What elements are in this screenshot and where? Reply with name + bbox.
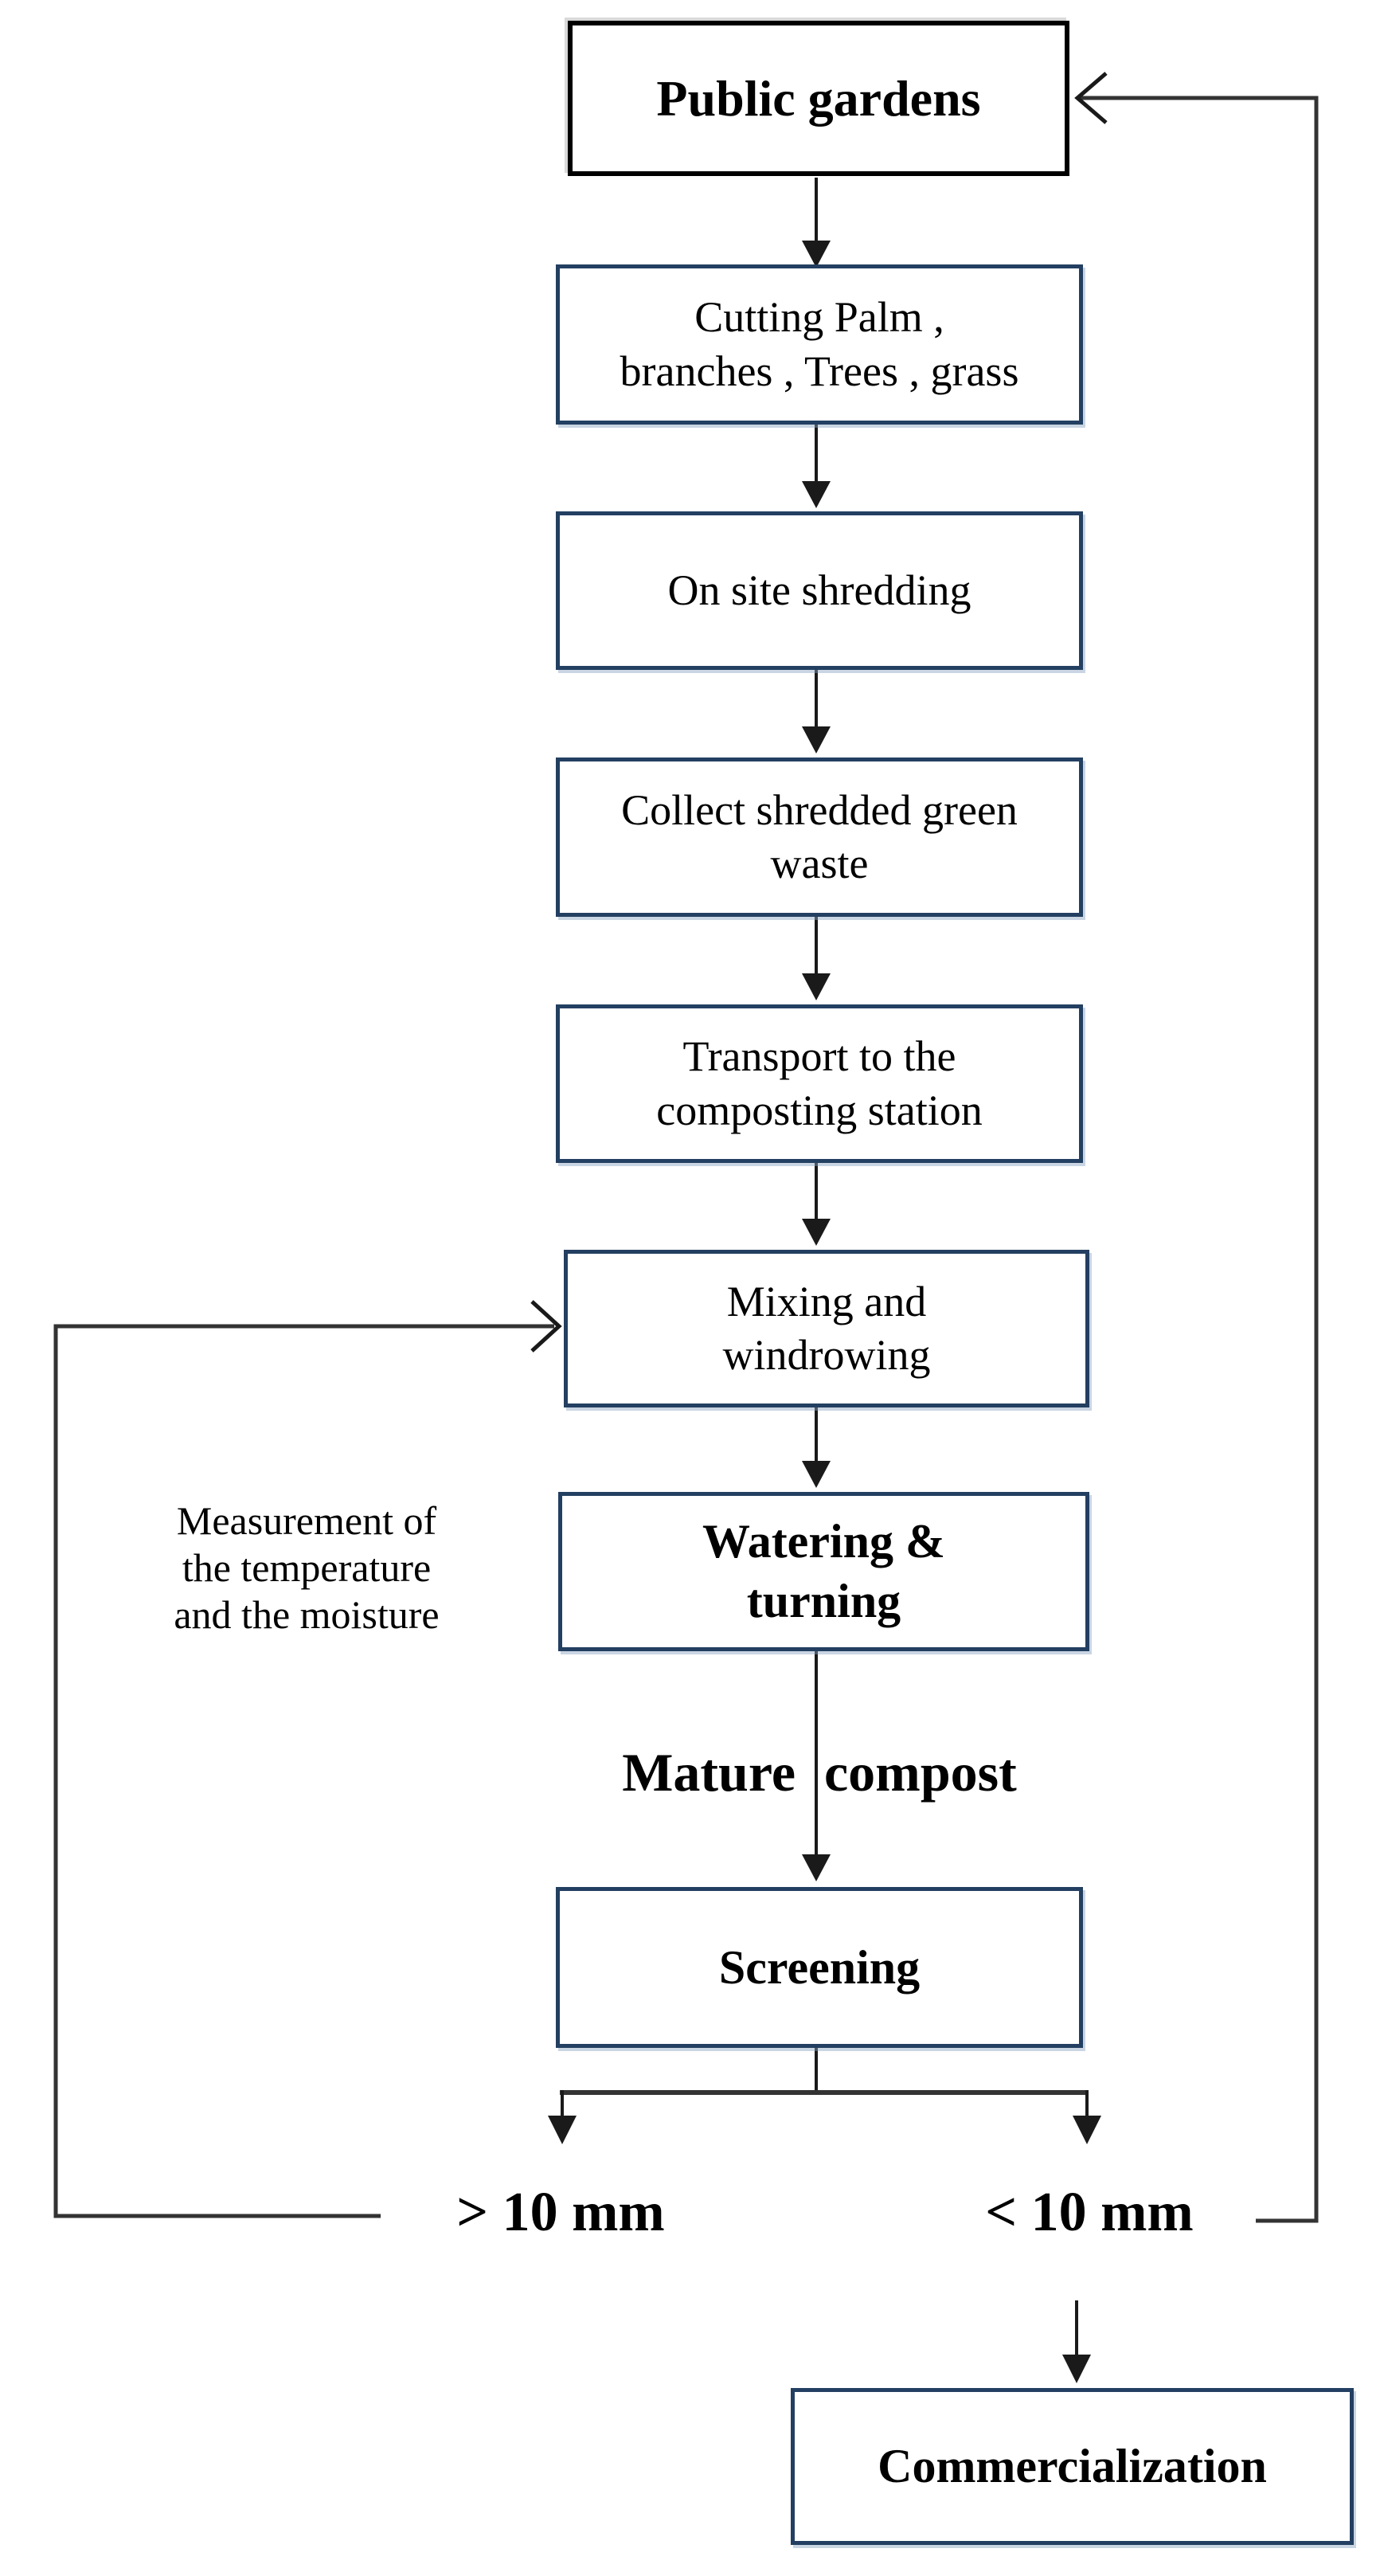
arrow-collect-to-transport: [802, 917, 831, 1000]
oversize-branch-label: > 10 mm: [456, 2182, 665, 2243]
node-collect-shredded-waste: Collect shredded green waste: [556, 758, 1083, 917]
arrow-public-gardens-to-cutting: [802, 178, 831, 268]
node-public-gardens-label: Public gardens: [656, 69, 981, 127]
node-commercialization-label: Commercialization: [878, 2440, 1267, 2492]
node-watering-turning: Watering & turning: [558, 1492, 1089, 1651]
node-transport-to-station: Transport to the composting station: [556, 1004, 1083, 1163]
node-transport-label: Transport to the composting station: [656, 1032, 983, 1134]
node-screening-label: Screening: [718, 1940, 921, 1994]
node-watering-label: Watering & turning: [702, 1515, 945, 1627]
node-shredding-label: On site shredding: [667, 566, 971, 614]
arrow-split-to-undersize: [1073, 2090, 1101, 2144]
node-screening: Screening: [556, 1887, 1083, 2048]
node-mixing-label: Mixing and windrowing: [722, 1277, 931, 1380]
arrow-mixing-to-watering: [802, 1407, 831, 1488]
arrow-undersize-to-commercialization: [1062, 2300, 1091, 2383]
undersize-branch-label: < 10 mm: [985, 2182, 1194, 2243]
node-cutting: Cutting Palm , branches , Trees , grass: [556, 264, 1083, 425]
mature-compost-word-right: compost: [824, 1742, 1017, 1803]
loop-oversize-to-mixing: [53, 1300, 562, 2218]
arrow-shredding-to-collect: [802, 670, 831, 754]
node-collect-label: Collect shredded green waste: [621, 785, 1018, 888]
arrow-transport-to-mixing: [802, 1163, 831, 1246]
arrow-cutting-to-shredding: [802, 425, 831, 508]
loop-undersize-to-public-gardens: [1074, 72, 1319, 2223]
node-commercialization: Commercialization: [791, 2388, 1354, 2545]
measurement-annotation: Measurement of the temperature and the m…: [174, 1498, 440, 1637]
arrow-split-to-oversize: [548, 2090, 577, 2144]
node-on-site-shredding: On site shredding: [556, 511, 1083, 670]
node-public-gardens: Public gardens: [568, 21, 1069, 176]
node-mixing-windrowing: Mixing and windrowing: [564, 1250, 1089, 1407]
arrow-watering-to-screening: [802, 1651, 831, 1881]
node-cutting-label: Cutting Palm , branches , Trees , grass: [620, 293, 1019, 395]
mature-compost-word-left: Mature: [622, 1742, 796, 1803]
mature-compost-label: Mature compost: [501, 1741, 1138, 1804]
